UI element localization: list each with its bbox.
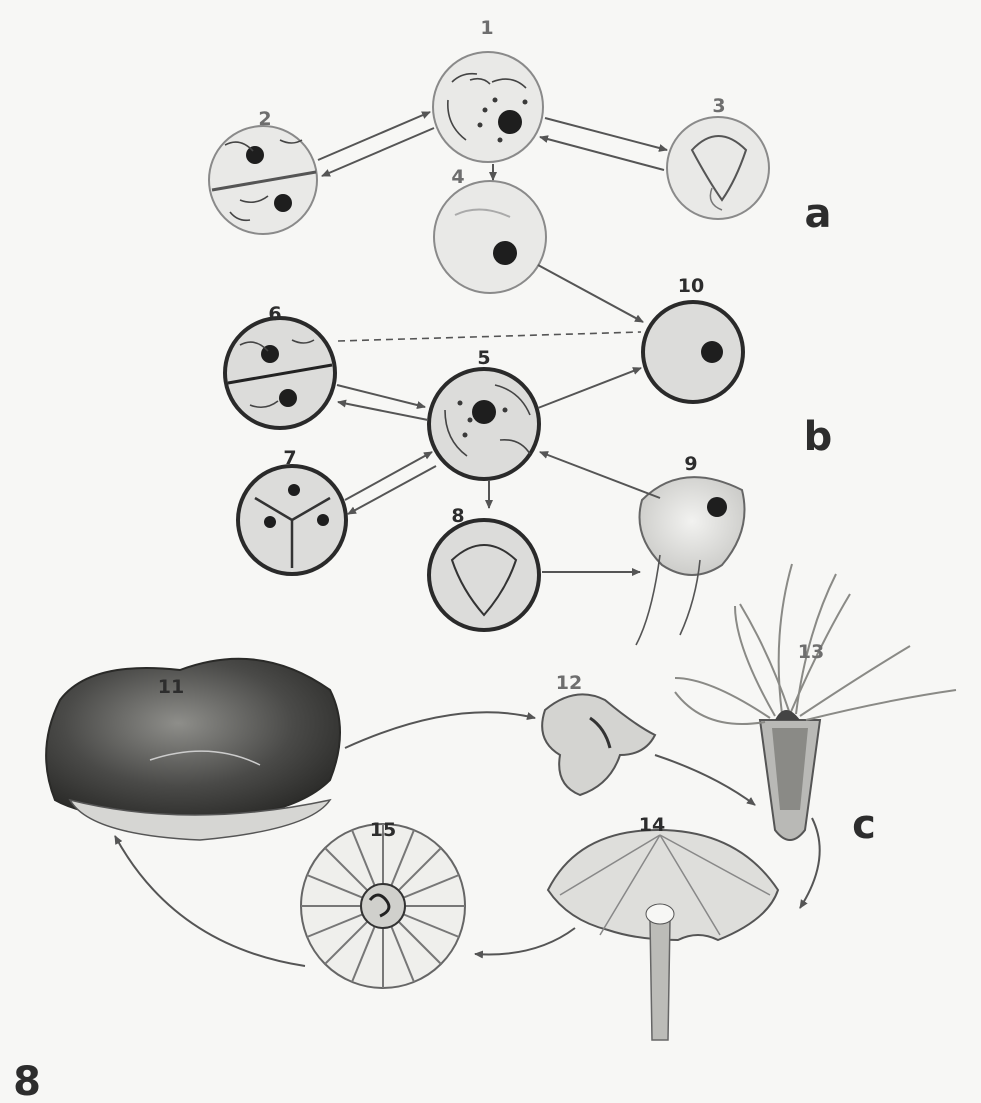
label-14: 14 xyxy=(639,814,665,836)
arrow-1-to-3 xyxy=(545,118,667,150)
arrow-15-to-11 xyxy=(115,836,305,966)
arrow-14-to-15 xyxy=(475,928,575,954)
arrow-3-to-1 xyxy=(540,137,664,170)
plate-number: 8 xyxy=(13,1059,41,1103)
section-label-c: c xyxy=(852,802,876,848)
arrow-4-to-10 xyxy=(538,265,643,322)
cell-7 xyxy=(238,466,346,574)
cell-10 xyxy=(643,302,743,402)
rosette-15 xyxy=(301,824,465,988)
arrow-11-to-12 xyxy=(345,712,535,748)
label-3: 3 xyxy=(712,95,725,117)
label-7: 7 xyxy=(283,447,296,469)
cell-2 xyxy=(209,126,317,234)
arrow-9-to-5 xyxy=(540,452,660,498)
label-4: 4 xyxy=(451,166,464,188)
section-label-a: a xyxy=(805,191,832,237)
label-6: 6 xyxy=(268,303,281,325)
cell-3 xyxy=(667,117,769,219)
cell-1 xyxy=(433,52,543,162)
section-label-b: b xyxy=(804,414,833,460)
arrow-5-to-10 xyxy=(538,368,641,408)
cell-9 xyxy=(636,477,745,645)
organism-12 xyxy=(542,694,655,795)
label-9: 9 xyxy=(684,453,697,475)
dashed-link-6-to-10 xyxy=(338,332,641,341)
polyp-13 xyxy=(675,564,956,840)
cell-6 xyxy=(225,318,335,428)
cell-5 xyxy=(429,369,539,479)
medusa-14 xyxy=(548,830,778,1040)
label-2: 2 xyxy=(258,108,271,130)
section-c xyxy=(46,564,956,1040)
label-5: 5 xyxy=(477,347,490,369)
label-8: 8 xyxy=(451,505,464,527)
arrow-12-to-13 xyxy=(655,755,755,805)
label-15: 15 xyxy=(370,819,396,841)
cell-8 xyxy=(429,520,539,630)
label-1: 1 xyxy=(480,17,493,39)
label-10: 10 xyxy=(678,275,704,297)
label-11: 11 xyxy=(158,676,184,698)
label-13: 13 xyxy=(798,641,824,663)
cell-4 xyxy=(434,181,546,293)
label-12: 12 xyxy=(556,672,582,694)
medusa-11 xyxy=(46,659,340,840)
